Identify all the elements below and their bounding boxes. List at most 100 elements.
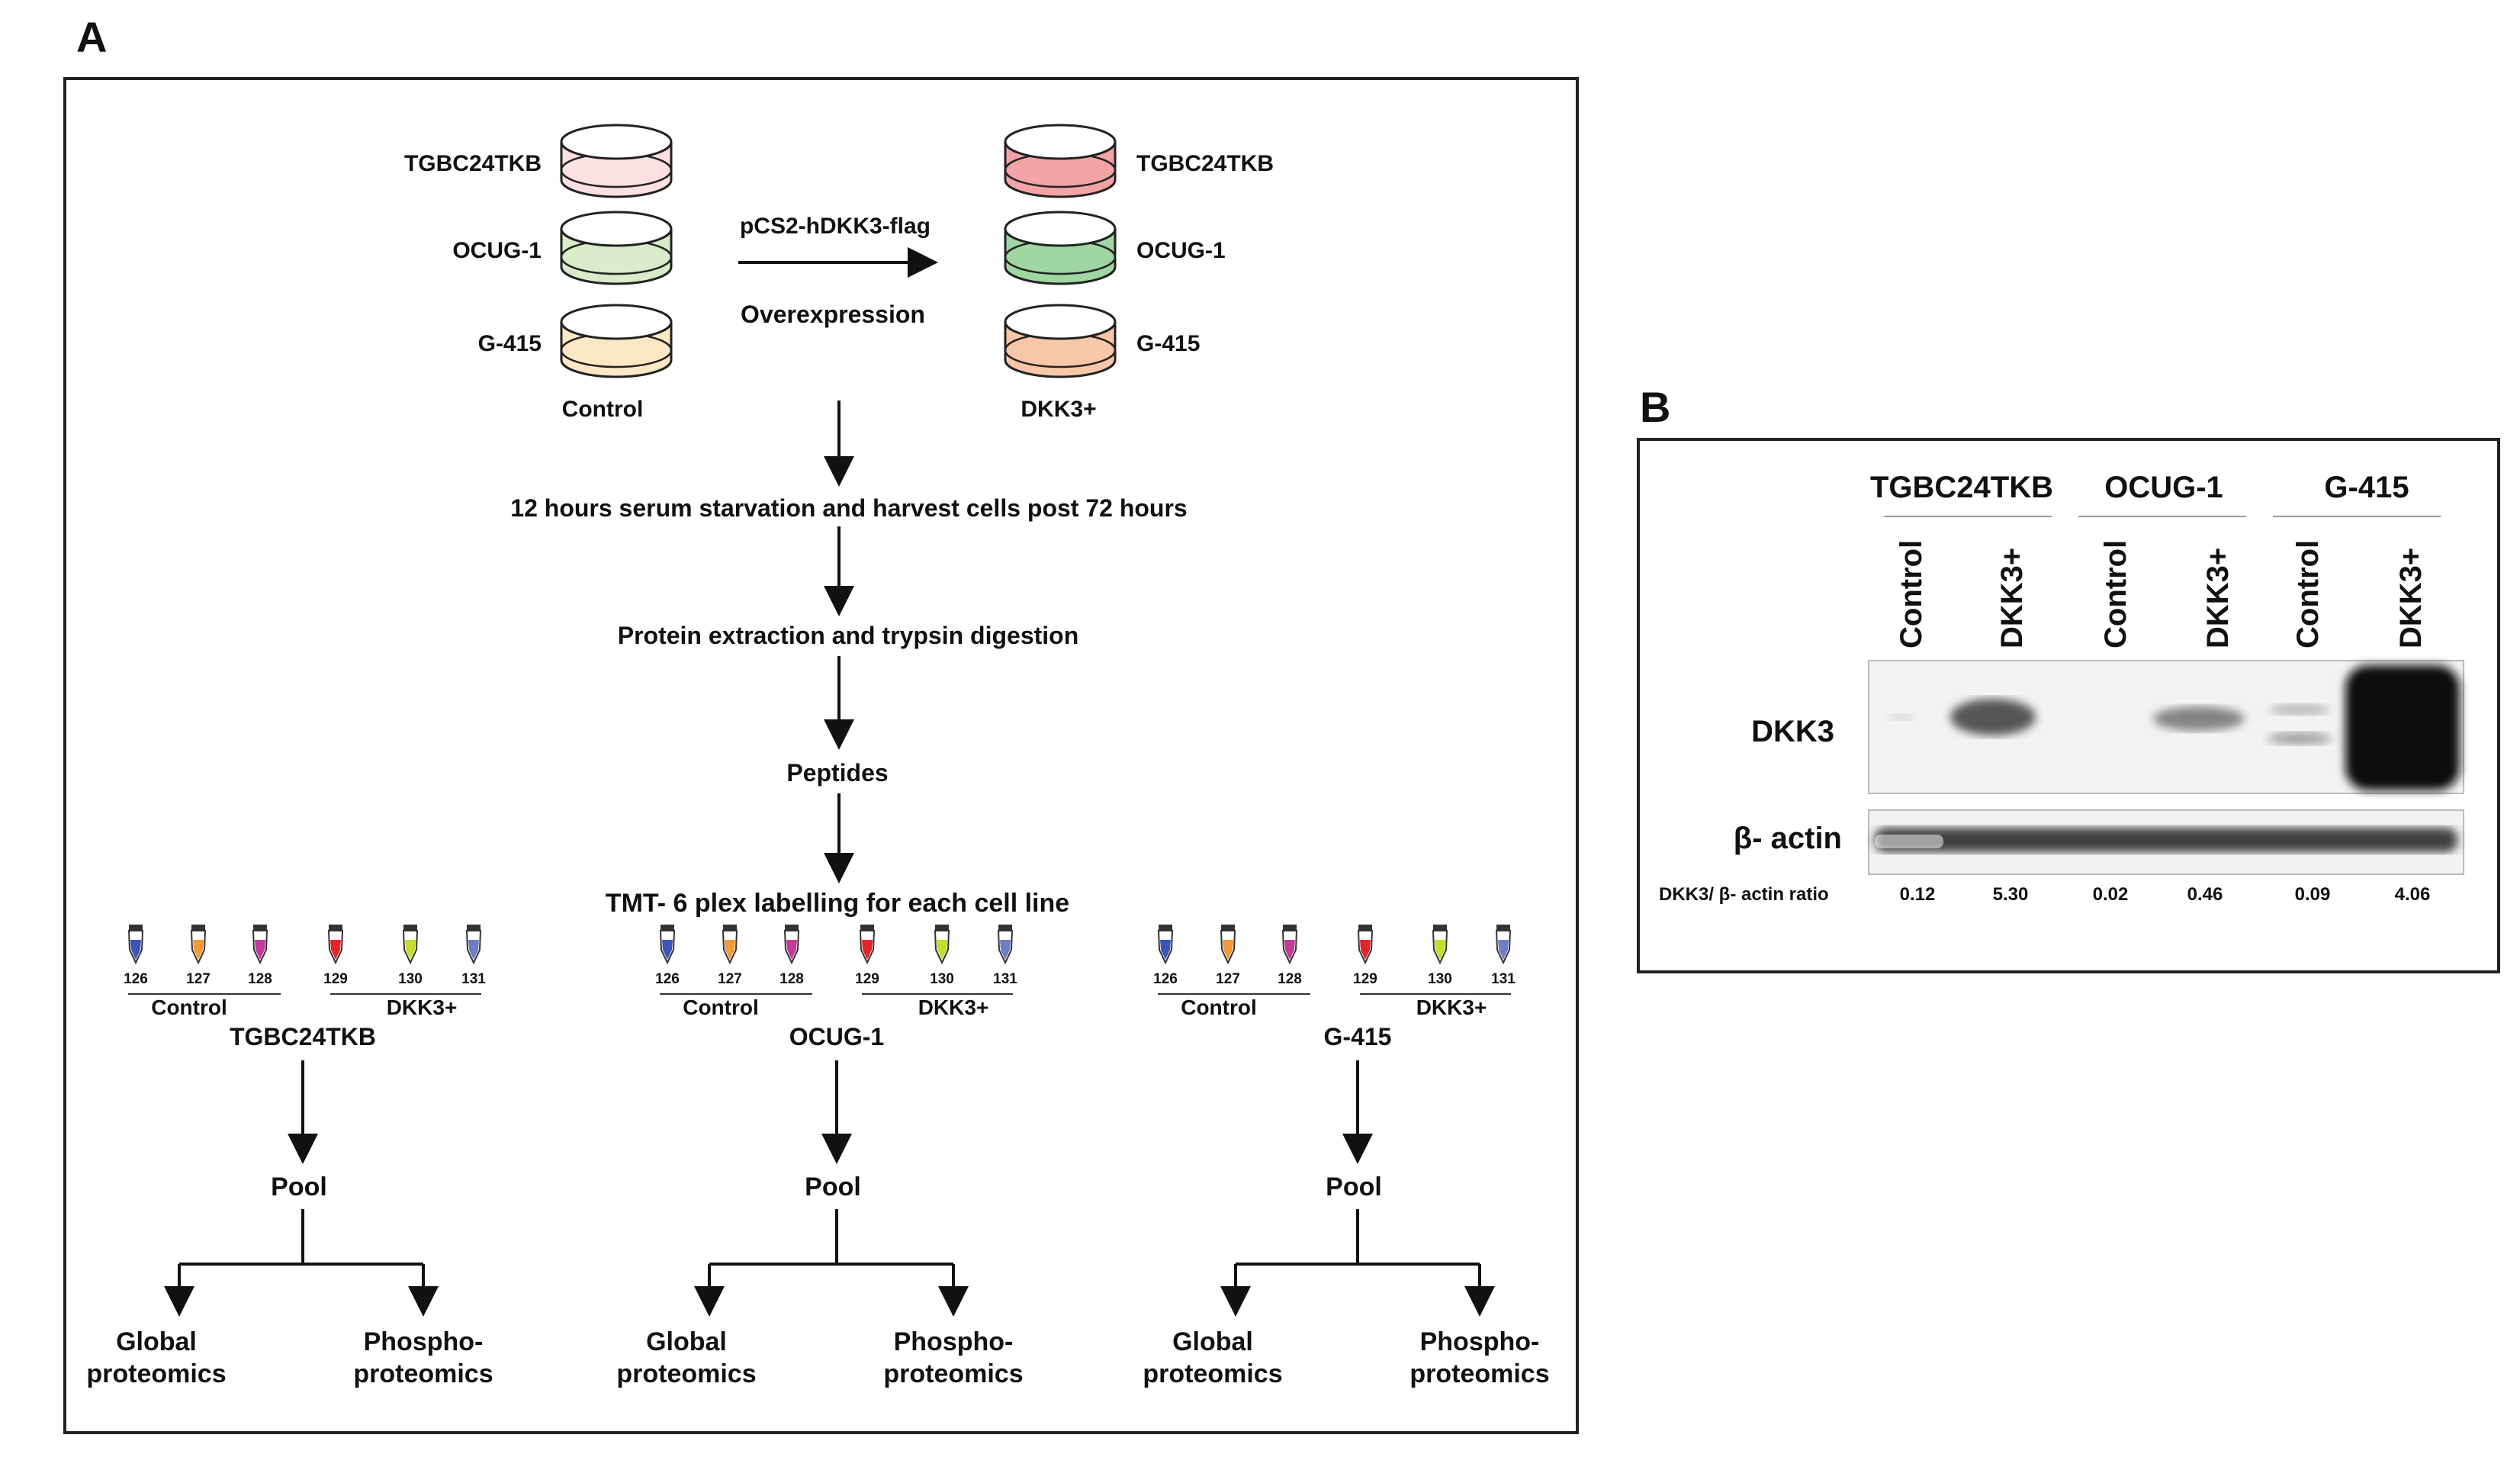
tmt-cell-line-name: OCUG-1 — [789, 1023, 884, 1050]
tmt-tag-label: 131 — [461, 971, 486, 987]
ratio-value-2: 5.30 — [1993, 884, 2029, 905]
blot-header-line-3: G-415 — [2324, 471, 2409, 504]
control-dish-3 — [560, 304, 673, 378]
blot-column-3: Control — [2099, 540, 2133, 648]
dkk3-band-tgbc-dkk3 — [1950, 699, 2036, 735]
blot-header-line-1: TGBC24TKB — [1870, 471, 2053, 504]
tmt-tube-128: 128 — [248, 925, 272, 987]
tmt-tag-label: 128 — [779, 971, 804, 987]
ratio-value-4: 0.46 — [2187, 884, 2223, 905]
tmt-tag-label: 130 — [930, 971, 954, 987]
tmt-tube-131: 131 — [993, 925, 1017, 987]
tmt-tag-label: 127 — [186, 971, 211, 987]
dkk3-line-label-3: G-415 — [1136, 331, 1200, 356]
blot-column-6: DKK3+ — [2394, 548, 2428, 648]
tmt-tube-129: 129 — [323, 925, 348, 987]
tmt-tube-128: 128 — [779, 925, 804, 987]
phospho-proteomics-line2: proteomics — [353, 1359, 493, 1388]
tmt-tube-127: 127 — [1216, 925, 1240, 987]
tmt-tube-131: 131 — [461, 925, 486, 987]
phospho-proteomics-line1: Phospho- — [364, 1327, 484, 1356]
ratio-value-3: 0.02 — [2093, 884, 2129, 905]
tmt-control-label: Control — [1181, 996, 1257, 1019]
panel-a: A TGBC24TKB OCUG-1 G-415 Control TGBC24T… — [63, 13, 1579, 1434]
control-line-label-2: OCUG-1 — [452, 238, 542, 263]
dkk3-band-g415-dkk3 — [2345, 665, 2460, 790]
dkk3-line-label-2: OCUG-1 — [1136, 238, 1226, 263]
panel-a-frame — [63, 77, 1579, 1434]
step-tmt-labelling: TMT- 6 plex labelling for each cell line — [606, 889, 1069, 918]
tmt-tube-128: 128 — [1278, 925, 1302, 987]
tmt-tag-label: 126 — [1153, 971, 1178, 987]
ratio-row-label: DKK3/ β- actin ratio — [1659, 884, 1829, 905]
control-group-label: Control — [562, 397, 644, 422]
tmt-tag-label: 126 — [655, 971, 680, 987]
panel-b-label: B — [1640, 383, 1670, 431]
tmt-tube-130: 130 — [1428, 925, 1452, 987]
tmt-tag-label: 127 — [1216, 971, 1240, 987]
control-line-label-1: TGBC24TKB — [404, 151, 542, 176]
tmt-tube-131: 131 — [1491, 925, 1516, 987]
pool-label: Pool — [1326, 1173, 1382, 1202]
control-dish-1 — [560, 124, 673, 198]
phospho-proteomics-line1: Phospho- — [1420, 1327, 1540, 1356]
phospho-proteomics-line1: Phospho- — [894, 1327, 1014, 1356]
tmt-control-label: Control — [683, 996, 759, 1019]
step-peptides: Peptides — [786, 759, 888, 787]
tmt-tag-label: 129 — [323, 971, 348, 987]
control-line-label-3: G-415 — [478, 331, 542, 356]
tmt-tag-label: 131 — [993, 971, 1017, 987]
phospho-proteomics-line2: proteomics — [1409, 1359, 1549, 1388]
ratio-value-5: 0.09 — [2295, 884, 2331, 905]
panel-b-frame — [1637, 438, 2500, 973]
blot-column-5: Control — [2291, 540, 2325, 648]
tmt-dkk3-label: DKK3+ — [918, 996, 989, 1019]
tmt-tube-129: 129 — [855, 925, 879, 987]
blot-column-4: DKK3+ — [2201, 548, 2235, 648]
blot-column-labels: Control DKK3+ Control DKK3+ Control DKK3+ — [1895, 540, 2428, 648]
tmt-tag-label: 131 — [1491, 971, 1516, 987]
tmt-dkk3-label: DKK3+ — [387, 996, 458, 1019]
tmt-tag-label: 129 — [1353, 971, 1377, 987]
panel-a-label: A — [76, 13, 107, 61]
tmt-tube-127: 127 — [718, 925, 742, 987]
tmt-control-label: Control — [151, 996, 227, 1019]
tmt-tag-label: 130 — [398, 971, 423, 987]
dkk3-band-ocug-dkk3 — [2153, 706, 2245, 731]
blot-header-line-2: OCUG-1 — [2104, 471, 2223, 504]
tmt-tag-label: 127 — [718, 971, 742, 987]
cell-culture-dishes — [560, 124, 1117, 378]
step-protein-extraction: Protein extraction and trypsin digestion — [618, 622, 1079, 649]
dkk3-group-label: DKK3+ — [1021, 397, 1096, 422]
tmt-tube-129: 129 — [1353, 925, 1377, 987]
overexpression-label: Overexpression — [741, 301, 925, 328]
tmt-tag-label: 128 — [248, 971, 272, 987]
pool-label: Pool — [271, 1173, 327, 1202]
tmt-tube-127: 127 — [186, 925, 211, 987]
tmt-tube-126: 126 — [1153, 925, 1178, 987]
global-proteomics-line1: Global — [1172, 1327, 1253, 1356]
dkk3-dish-2 — [1004, 211, 1117, 285]
tmt-tag-label: 128 — [1278, 971, 1302, 987]
tmt-cell-line-name: TGBC24TKB — [230, 1023, 376, 1050]
blot-column-1: Control — [1895, 540, 1928, 648]
tmt-tag-label: 130 — [1428, 971, 1452, 987]
control-dish-2 — [560, 211, 673, 285]
dkk3-dish-3 — [1004, 304, 1117, 378]
blot-row-label-dkk3: DKK3 — [1751, 715, 1834, 748]
ratio-value-1: 0.12 — [1900, 884, 1936, 905]
dkk3-band-g415-control — [2269, 704, 2330, 715]
global-proteomics-line2: proteomics — [86, 1359, 226, 1388]
dkk3-band-g415-control-low — [2268, 732, 2332, 745]
tmt-tube-126: 126 — [124, 925, 148, 987]
global-proteomics-line2: proteomics — [616, 1359, 756, 1388]
step-serum-starvation: 12 hours serum starvation and harvest ce… — [510, 494, 1187, 522]
blot-column-2: DKK3+ — [1995, 548, 2029, 648]
tmt-tube-130: 130 — [398, 925, 423, 987]
